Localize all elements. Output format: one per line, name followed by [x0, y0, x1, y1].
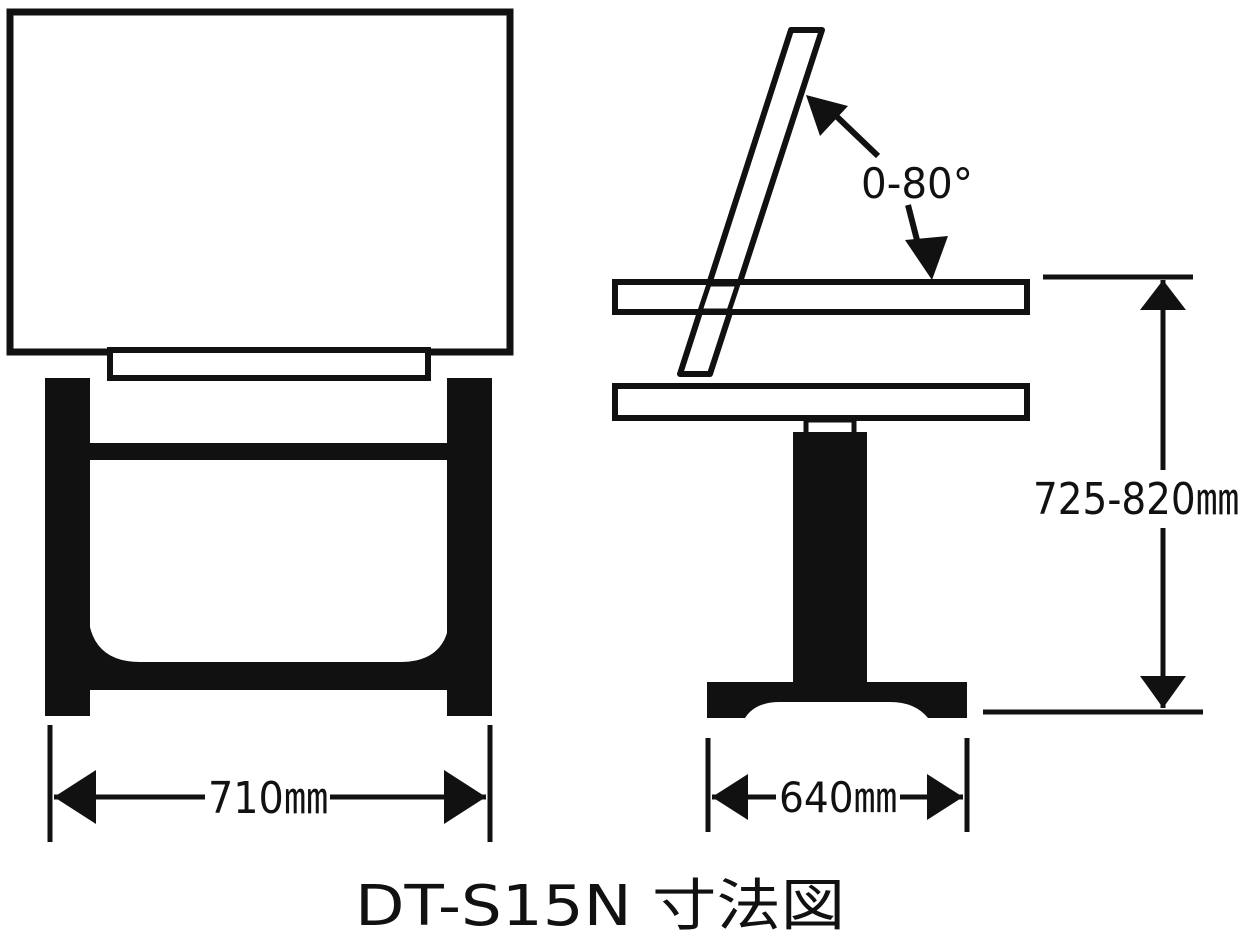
side-view: 0-80° 725-820㎜ 640㎜: [612, 27, 1239, 832]
front-dim-arrow-right: [444, 770, 486, 824]
front-tabletop: [6, 8, 514, 356]
tilt-arrow-lower-shaft: [905, 204, 921, 245]
depth-dim-arrow-left: [712, 774, 748, 820]
front-right-leg: [447, 378, 492, 716]
tilt-arrow-upper-shaft: [829, 109, 881, 159]
front-left-leg: [45, 378, 90, 716]
side-column: [793, 432, 867, 688]
front-width-label: 710㎜: [208, 773, 328, 824]
front-dim-arrow-left: [54, 770, 96, 824]
height-dim-arrow-bottom: [1140, 676, 1186, 708]
depth-label: 640㎜: [779, 773, 897, 822]
side-base: [707, 682, 967, 718]
front-support-plate: [107, 347, 431, 381]
side-tilted-board-overlap: [696, 281, 742, 314]
depth-dim-arrow-right: [927, 774, 963, 820]
front-lower-crossbar: [88, 615, 450, 690]
height-label: 725-820㎜: [1033, 474, 1239, 525]
diagram-title: DT-S15N 寸法図: [355, 874, 845, 939]
tilt-angle-label: 0-80°: [861, 159, 973, 208]
tilt-arrow-lower-head: [905, 236, 948, 280]
front-view: 710㎜: [6, 8, 514, 842]
side-top-shelf: [612, 279, 1030, 315]
side-tilted-board: [677, 27, 825, 377]
tilt-arrow-upper-head: [806, 95, 848, 136]
side-lower-shelf: [612, 383, 1030, 421]
front-upper-crossbar: [88, 443, 450, 460]
height-dim-arrow-top: [1140, 280, 1186, 310]
